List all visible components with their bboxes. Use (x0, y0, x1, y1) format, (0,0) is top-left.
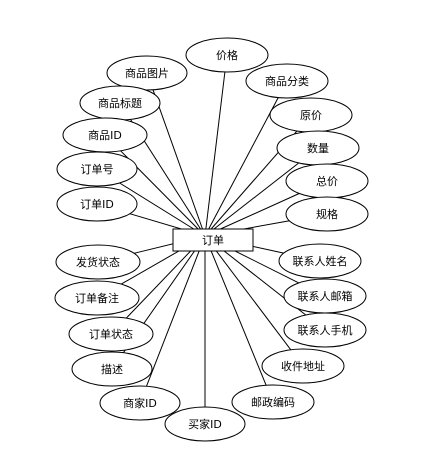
attribute-label: 邮政编码 (251, 395, 295, 409)
attribute-label: 买家ID (188, 417, 222, 431)
attribute-ellipse (54, 280, 140, 316)
attribute-label: 订单状态 (89, 327, 133, 341)
entity-order: 订单 (172, 228, 254, 252)
attribute-label: 联系人邮箱 (298, 289, 353, 303)
attribute-label: 数量 (307, 142, 329, 155)
attribute-ellipses: 价格商品图片商品分类商品标题原价商品ID数量订单号总价订单ID规格发货状态联系人… (54, 37, 369, 442)
attribute-ellipse (285, 196, 369, 232)
attribute-label: 价格 (216, 48, 238, 62)
attribute-order-number: 订单号 (56, 151, 138, 187)
connector-product-image (152, 89, 206, 237)
connector-postal-code (204, 235, 267, 386)
attribute-ellipse (278, 243, 362, 279)
attribute-buyer-id: 买家ID (164, 406, 246, 442)
attribute-ellipse (71, 351, 153, 387)
attribute-ellipse (56, 186, 138, 222)
attribute-order-remark: 订单备注 (54, 280, 140, 316)
attribute-ellipse (245, 63, 329, 99)
attribute-contact-phone: 联系人手机 (283, 312, 367, 348)
entity-box (172, 228, 254, 252)
attribute-ellipse (185, 37, 269, 73)
attribute-contact-name: 联系人姓名 (278, 243, 362, 279)
connector-merchant-id (146, 235, 206, 387)
attribute-postal-code: 邮政编码 (231, 384, 315, 420)
attribute-ellipse (164, 406, 246, 442)
attribute-ellipse (261, 348, 345, 384)
attribute-quantity: 数量 (276, 130, 360, 166)
attribute-ellipse (231, 384, 315, 420)
attribute-label: 商品图片 (125, 66, 169, 80)
attribute-ellipse (55, 244, 141, 280)
connector-price (204, 71, 226, 237)
attribute-label: 订单备注 (75, 291, 119, 305)
attribute-product-id: 商品ID (62, 117, 148, 153)
attribute-label: 描述 (101, 362, 123, 376)
attribute-ellipse (56, 151, 138, 187)
attribute-label: 商品标题 (98, 96, 142, 110)
entity-label: 订单 (202, 234, 224, 247)
attribute-price: 价格 (185, 37, 269, 73)
attribute-specification: 规格 (285, 196, 369, 232)
attribute-label: 订单号 (81, 163, 114, 176)
attribute-product-title: 商品标题 (79, 85, 161, 121)
attribute-product-category: 商品分类 (245, 63, 329, 99)
attribute-label: 联系人手机 (298, 323, 353, 337)
attribute-order-status: 订单状态 (68, 316, 154, 352)
attribute-product-image: 商品图片 (106, 55, 188, 91)
attribute-label: 发货状态 (76, 255, 120, 269)
attribute-label: 规格 (316, 207, 338, 221)
attribute-description: 描述 (71, 351, 153, 387)
attribute-shipping-status: 发货状态 (55, 244, 141, 280)
attribute-ellipse (283, 312, 367, 348)
attribute-label: 商品分类 (265, 74, 309, 88)
connector-shipping-address (204, 235, 292, 351)
attribute-label: 原价 (300, 109, 322, 122)
attribute-ellipse (68, 316, 154, 352)
attribute-merchant-id: 商家ID (99, 385, 181, 421)
attribute-label: 收件地址 (281, 359, 325, 373)
connector-order-number (119, 182, 206, 237)
connector-quantity (204, 162, 300, 237)
attribute-total-price: 总价 (285, 163, 369, 199)
attribute-label: 商家ID (123, 396, 157, 410)
attribute-ellipse (99, 385, 181, 421)
attribute-order-id: 订单ID (56, 186, 138, 222)
connector-product-category (204, 97, 279, 237)
attribute-label: 联系人姓名 (293, 254, 348, 268)
attribute-shipping-address: 收件地址 (261, 348, 345, 384)
attribute-contact-email: 联系人邮箱 (283, 278, 367, 314)
attribute-label: 总价 (316, 174, 338, 188)
attribute-original-price: 原价 (269, 97, 353, 133)
attribute-label: 商品ID (88, 128, 122, 142)
attribute-label: 订单ID (80, 198, 114, 211)
